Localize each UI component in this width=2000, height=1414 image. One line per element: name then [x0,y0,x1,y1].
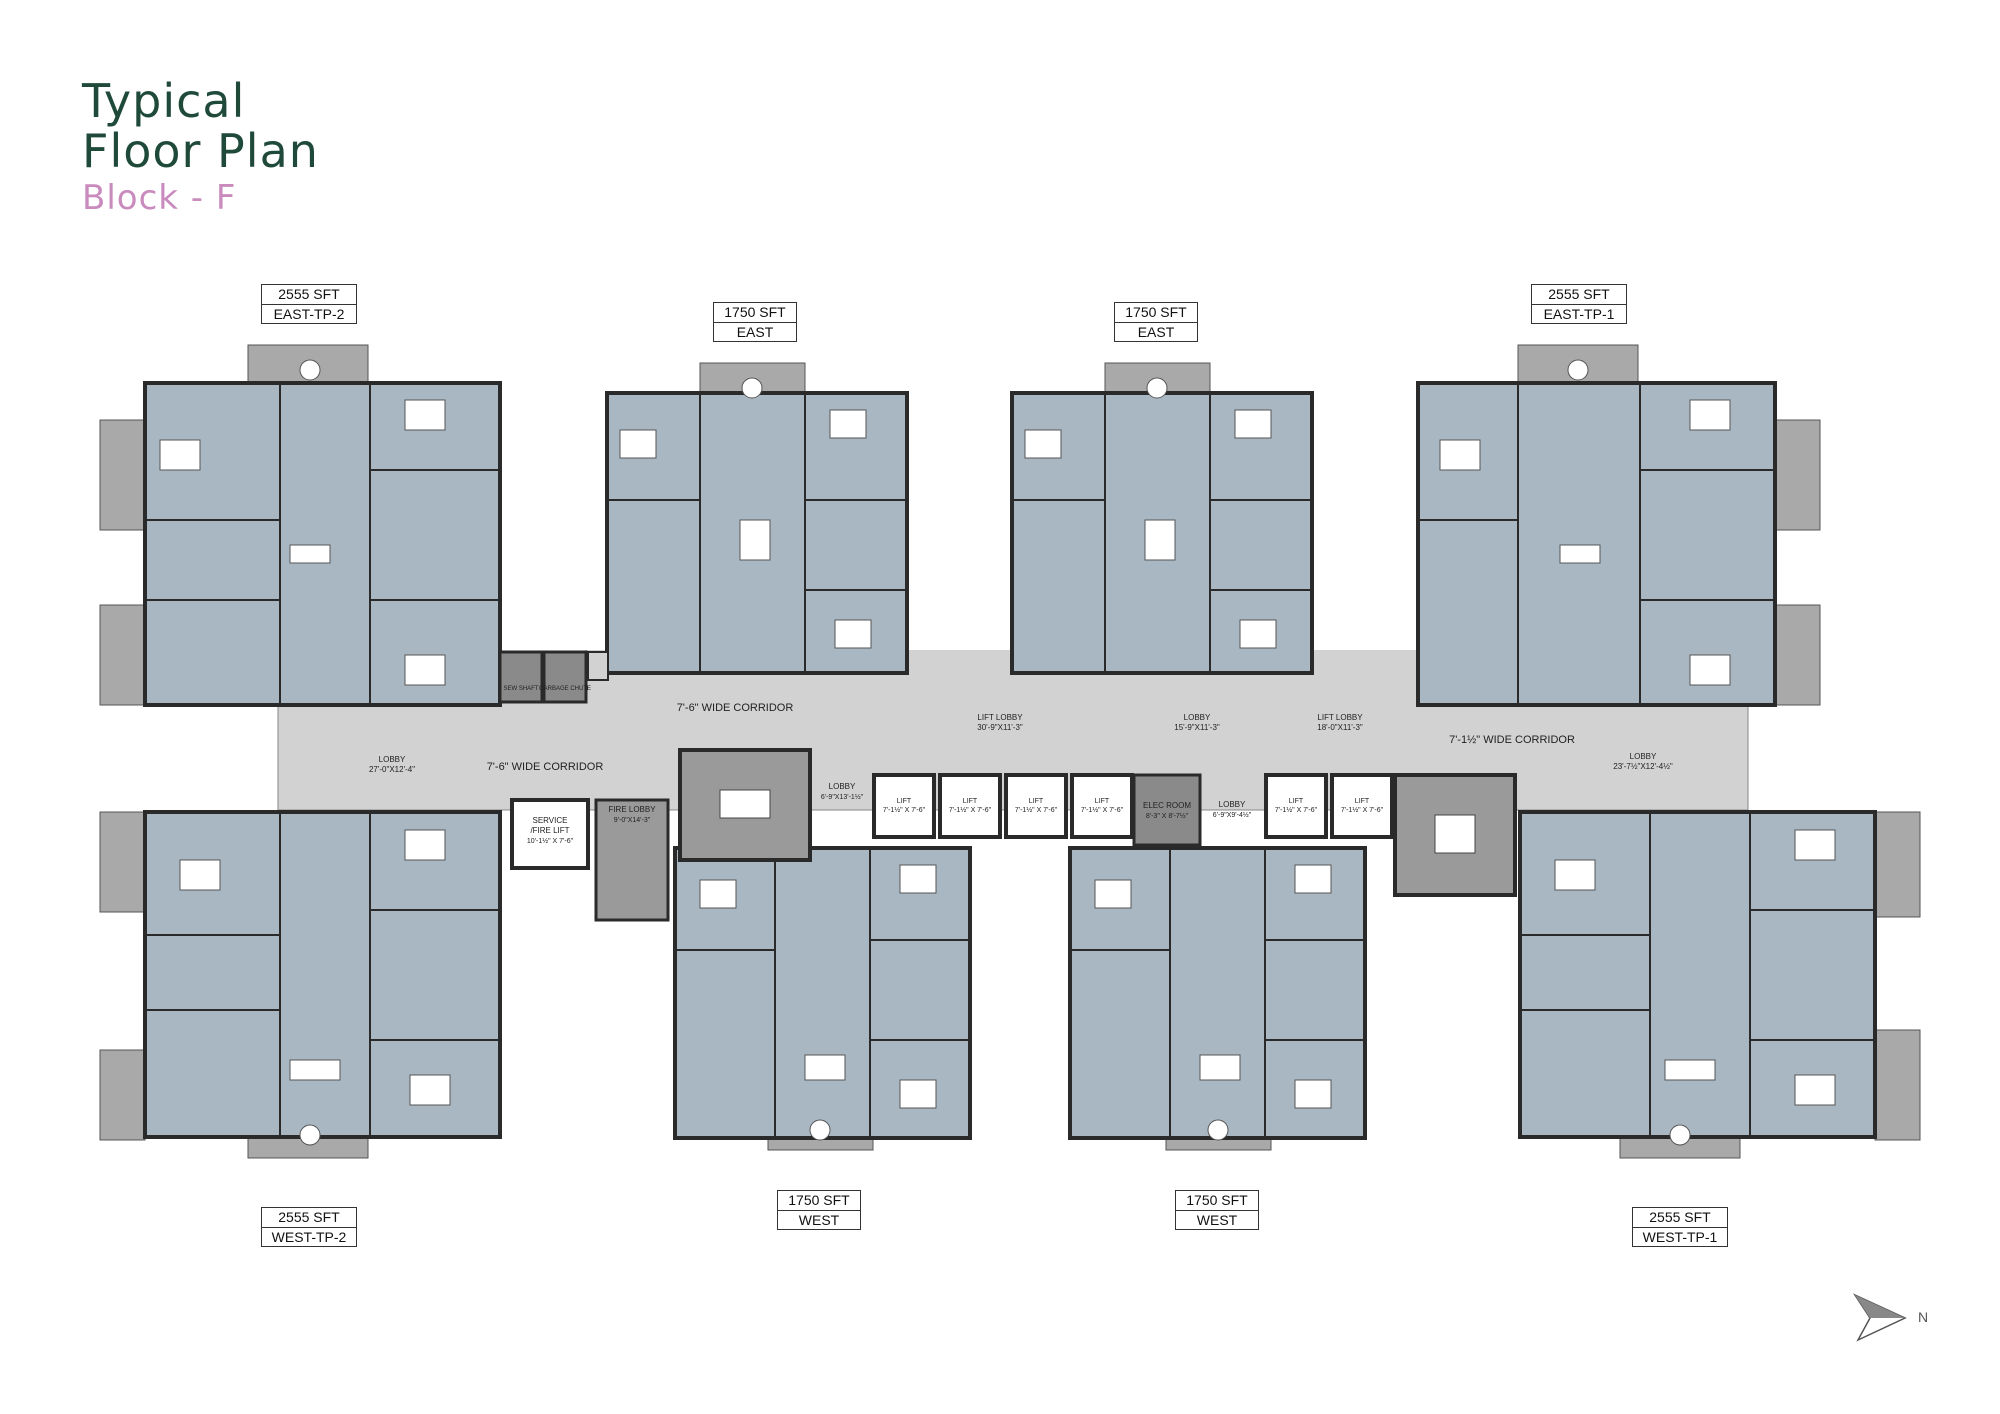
unit-tag-east-tp1: 2555 SFT EAST-TP-1 [1531,284,1627,324]
lift-dim-5: 7'-1½" X 7'-6" [1275,806,1318,814]
lift-dim-6: 7'-1½" X 7'-6" [1341,806,1384,814]
corridor-label-right: 7'-1½" WIDE CORRIDOR [1449,734,1575,746]
lift-dim-4: 7'-1½" X 7'-6" [1081,806,1124,814]
unit-tag-west-b: 1750 SFT WEST [1175,1190,1259,1230]
lift-label-4: LIFT [1095,798,1110,805]
lift-dim-1: 7'-1½" X 7'-6" [883,806,926,814]
lobby-elec-label: LOBBY [1219,800,1246,809]
shaft-small [587,651,609,681]
service-lift-label: SERVICE [533,816,568,825]
fire-lobby-dim: 9'-0"X14'-3" [614,817,651,824]
lobby-elec-dim: 6'-9"X9'-4½" [1213,811,1252,819]
lift-label-3: LIFT [1029,798,1044,805]
unit-west-b [1068,846,1367,1151]
lift-lobby-2-dim: 18'-0"X11'-3" [1317,723,1363,732]
lobby-left-label: LOBBY [379,755,406,764]
fire-lobby [594,798,670,922]
lift-row [872,773,1394,847]
unit-east-tp2 [99,344,502,707]
unit-tag-west-tp2: 2555 SFT WEST-TP-2 [261,1207,357,1247]
north-arrow-icon [1852,1293,1907,1342]
lobby-right-dim: 23'-7½"X12'-4½" [1613,762,1673,771]
lift-lobby-1-dim: 30'-9"X11'-3" [977,723,1023,732]
lobby-stair-dim: 6'-9"X13'-1½" [821,793,864,801]
page-subtitle: Block - F [82,178,237,218]
lift-dim-2: 7'-1½" X 7'-6" [949,806,992,814]
unit-tag-west-a: 1750 SFT WEST [777,1190,861,1230]
stair-well-right [1434,814,1476,854]
unit-tag-east-tp2: 2555 SFT EAST-TP-2 [261,284,357,324]
corridor-label-mid: 7'-6" WIDE CORRIDOR [487,761,604,773]
unit-east-tp1 [1416,344,1821,707]
unit-tag-west-tp1: 2555 SFT WEST-TP-1 [1632,1207,1728,1247]
lift-label-1: LIFT [897,798,912,805]
lift-lobby-1-label: LIFT LOBBY [977,713,1023,722]
unit-tag-east-b: 1750 SFT EAST [1114,302,1198,342]
lift-label-2: LIFT [963,798,978,805]
service-lift-label2: /FIRE LIFT [530,826,569,835]
service-lift-dim: 10'-1½" X 7'-6" [527,837,574,845]
lobby-stair-label: LOBBY [829,782,856,791]
page-title-line1: Typical [82,74,246,128]
garbage-chute [542,650,588,704]
lobby-mid-dim: 15'-9"X11'-3" [1174,723,1220,732]
lift-labels: LIFT 7'-1½" X 7'-6" LIFT 7'-1½" X 7'-6" … [883,798,1384,814]
unit-west-tp1 [1518,810,1921,1159]
sewer-shaft-label: SEW SHAFT [503,686,538,692]
lift-lobby-2-label: LIFT LOBBY [1317,713,1363,722]
unit-east-a [605,362,909,675]
page-title-line2: Floor Plan [82,124,319,178]
unit-west-a [673,846,972,1151]
unit-east-b [1010,362,1314,675]
unit-west-tp2 [99,810,502,1159]
lift-label-5: LIFT [1289,798,1304,805]
lobby-mid-label: LOBBY [1184,713,1211,722]
fire-lobby-label: FIRE LOBBY [608,805,656,814]
lift-dim-3: 7'-1½" X 7'-6" [1015,806,1058,814]
sewer-shaft [498,650,544,704]
stair-well-left [719,789,771,819]
north-label: N [1918,1309,1928,1325]
elec-room-label: ELEC ROOM [1143,801,1191,810]
lobby-right-label: LOBBY [1630,752,1657,761]
service-lift [510,798,590,870]
corridor-label-top: 7'-6" WIDE CORRIDOR [677,702,794,714]
unit-tag-east-a: 1750 SFT EAST [713,302,797,342]
elec-room-dim: 8'-3" X 8'-7½" [1146,812,1189,820]
lift-label-6: LIFT [1355,798,1370,805]
lobby-left-dim: 27'-0"X12'-4" [369,765,415,774]
garbage-chute-label: GARBAGE CHUTE [539,686,591,692]
